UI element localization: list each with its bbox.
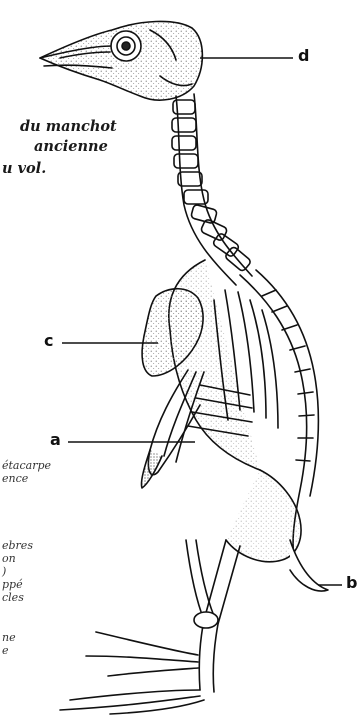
legend-line-5: on (2, 553, 16, 565)
skull (40, 21, 202, 100)
caption-line-3: u vol. (2, 160, 46, 177)
legend-line-6: ) (2, 566, 6, 578)
legend-line-1: étacarpe (2, 460, 51, 472)
label-d: d (298, 46, 309, 65)
legend-line-4: ebres (2, 540, 33, 552)
legend-line-8: cles (2, 592, 24, 604)
legend-line-10: ne (2, 632, 16, 644)
legend-line-2: ence (2, 473, 28, 485)
caption-line-1: du manchot (20, 118, 117, 135)
legend-line-11: e (2, 645, 9, 657)
label-b: b (346, 573, 357, 592)
caption-line-2: ancienne (34, 138, 108, 155)
label-a: a (50, 430, 61, 449)
legs (186, 540, 240, 692)
feet (60, 632, 204, 714)
label-c: c (44, 331, 53, 350)
legend-line-7: ppé (2, 579, 23, 591)
neck-vertebrae (172, 94, 252, 285)
